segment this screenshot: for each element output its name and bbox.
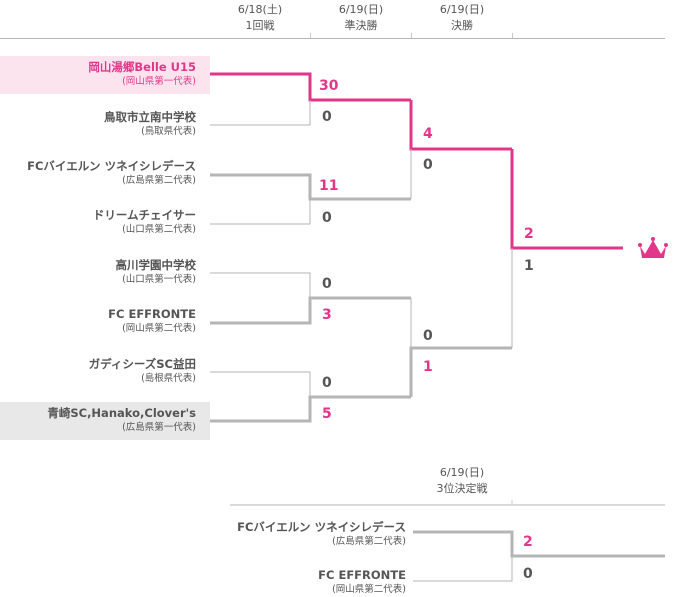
score: 1 <box>524 258 534 274</box>
team-name: 鳥取市立南中学校 <box>104 110 196 124</box>
team-name: 岡山湯郷Belle U15 <box>88 60 196 74</box>
team-prefecture: (山口県第一代表) <box>122 274 196 285</box>
score: 0 <box>322 210 332 226</box>
team-entry: 鳥取市立南中学校 (鳥取県代表) <box>0 106 210 144</box>
round-name: 決勝 <box>451 19 473 32</box>
round-header-3: 6/19(日) 決勝 <box>412 2 512 34</box>
team-name: FC EFFRONTE <box>318 568 406 582</box>
score: 30 <box>319 78 339 94</box>
team-prefecture: (岡山県第二代表) <box>122 323 196 334</box>
round-date: 6/19(日) <box>338 3 384 16</box>
score: 0 <box>523 566 533 582</box>
round-header-2: 6/19(日) 準決勝 <box>311 2 411 34</box>
third-team-entry: FCバイエルン ツネイシレデース (広島県第二代表) <box>206 519 406 549</box>
score: 2 <box>523 534 533 550</box>
team-name: 青崎SC,Hanako,Clover's <box>47 406 196 420</box>
score: 11 <box>319 178 339 194</box>
team-name: FCバイエルン ツネイシレデース <box>237 520 406 534</box>
round-header-1: 6/18(土) 1回戦 <box>210 2 310 34</box>
team-entry: ガディシーズSC益田 (島根県代表) <box>0 353 210 391</box>
round-name: 3位決定戦 <box>436 482 488 495</box>
r1-m3-winner-line <box>210 296 411 325</box>
team-entry: 岡山湯郷Belle U15 (岡山県第一代表) <box>0 56 210 94</box>
r1-m1-winner-line <box>210 72 411 102</box>
header-tick <box>310 33 311 38</box>
team-prefecture: (鳥取県代表) <box>141 126 196 137</box>
third-loser-line <box>413 556 513 582</box>
team-name: ドリームチェイサー <box>92 208 196 222</box>
score: 0 <box>423 157 433 173</box>
round-date: 6/19(日) <box>439 466 485 479</box>
team-entry: FC EFFRONTE (岡山県第二代表) <box>0 303 210 341</box>
team-prefecture: (広島県第二代表) <box>332 536 406 547</box>
team-name: ガディシーズSC益田 <box>88 357 196 371</box>
third-winner-line <box>413 530 665 558</box>
score: 5 <box>322 406 332 422</box>
score: 2 <box>524 226 534 242</box>
round-date: 6/18(土) <box>237 3 283 16</box>
third-team-entry: FC EFFRONTE (岡山県第二代表) <box>206 567 406 597</box>
third-place-header: 6/19(日) 3位決定戦 <box>412 465 512 497</box>
r1-m3-loser-line <box>210 272 311 298</box>
r1-m4-winner-line <box>210 395 411 423</box>
team-entry: 高川学園中学校 (山口県第一代表) <box>0 254 210 292</box>
team-prefecture: (岡山県第一代表) <box>122 76 196 87</box>
header-tick <box>512 33 513 38</box>
team-name: FCバイエルン ツネイシレデース <box>27 159 196 173</box>
team-entry: 青崎SC,Hanako,Clover's (広島県第一代表) <box>0 402 210 440</box>
team-prefecture: (岡山県第二代表) <box>332 584 406 595</box>
team-name: 高川学園中学校 <box>115 258 197 272</box>
team-prefecture: (山口県第二代表) <box>122 224 196 235</box>
score: 0 <box>322 109 332 125</box>
r1-m2-winner-line <box>210 173 411 201</box>
score: 4 <box>423 126 433 142</box>
round-name: 準決勝 <box>344 19 378 32</box>
team-entry: ドリームチェイサー (山口県第二代表) <box>0 204 210 242</box>
team-name: FC EFFRONTE <box>108 307 196 321</box>
crown-icon <box>638 237 668 258</box>
score: 0 <box>322 375 332 391</box>
round-name: 1回戦 <box>245 19 275 32</box>
team-prefecture: (島根県代表) <box>141 373 196 384</box>
team-prefecture: (広島県第二代表) <box>122 175 196 186</box>
score: 0 <box>322 276 332 292</box>
r1-m4-loser-line <box>210 371 311 397</box>
team-entry: FCバイエルン ツネイシレデース (広島県第二代表) <box>0 155 210 193</box>
score: 1 <box>423 359 433 375</box>
score: 0 <box>423 328 433 344</box>
r1-m2-loser-line <box>210 199 311 225</box>
header-tick <box>411 33 412 38</box>
r1-m1-loser-line <box>210 100 311 126</box>
header-divider <box>0 38 665 39</box>
team-prefecture: (広島県第一代表) <box>122 422 196 433</box>
round-date: 6/19(日) <box>439 3 485 16</box>
score: 3 <box>322 307 332 323</box>
sf-m2-winner-line <box>409 346 512 397</box>
